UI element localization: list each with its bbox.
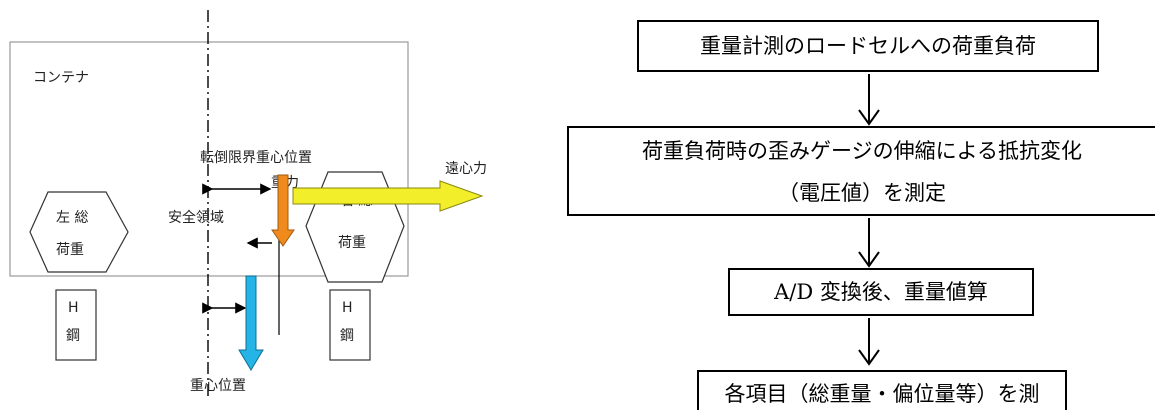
flow-step-2-line2: （電圧値）を測定 — [778, 181, 946, 205]
left-load-hexagon — [29, 191, 129, 273]
flow-step-3: A/D 変換後、重量値算 — [728, 268, 1034, 316]
h-beam-left-line1: H — [68, 300, 79, 316]
centrifugal-arrow — [292, 180, 484, 212]
h-beam-right-line1: H — [342, 300, 353, 316]
flow-step-1: 重量計測のロードセルへの荷重負荷 — [637, 20, 1099, 72]
tipping-limit-label: 転倒限界重心位置 — [200, 150, 312, 166]
centrifugal-label: 遠心力 — [445, 161, 487, 177]
h-beam-right-line2: 鋼 — [340, 328, 354, 344]
right-load-line2: 荷重 — [338, 235, 366, 251]
container-diagram: コンテナ 転倒限界重心位置 重力 右 総 荷重 左 総 荷重 安全領域 遠心力 … — [9, 10, 487, 398]
flow-step-4-text: 各項目（総重量・偏位量等）を測 — [724, 382, 1040, 406]
left-load-line2: 荷重 — [56, 242, 84, 258]
cog-arrow — [238, 275, 264, 371]
h-beam-left-line2: 鋼 — [66, 328, 80, 344]
flow-step-2: 荷重負荷時の歪みゲージの伸縮による抵抗変化 （電圧値）を測定 — [567, 126, 1155, 216]
flow-arrow-2 — [858, 218, 880, 268]
h-beam-right — [329, 289, 371, 361]
gravity-arrow — [271, 174, 295, 247]
flow-arrow-1 — [858, 74, 880, 126]
flow-step-2-line1: 荷重負荷時の歪みゲージの伸縮による抵抗変化 — [642, 139, 1082, 163]
cog-label: 重心位置 — [190, 378, 246, 394]
flow-step-3-text: A/D 変換後、重量値算 — [774, 280, 988, 304]
container-box — [9, 41, 409, 277]
safety-zone-label: 安全領域 — [168, 209, 224, 226]
left-load-line1: 左 総 — [56, 210, 88, 226]
flow-arrow-3 — [858, 318, 880, 366]
flow-step-4: 各項目（総重量・偏位量等）を測 — [697, 370, 1067, 410]
flow-step-1-text: 重量計測のロードセルへの荷重負荷 — [700, 34, 1036, 58]
container-label: コンテナ — [33, 70, 89, 86]
h-beam-left — [55, 289, 97, 361]
